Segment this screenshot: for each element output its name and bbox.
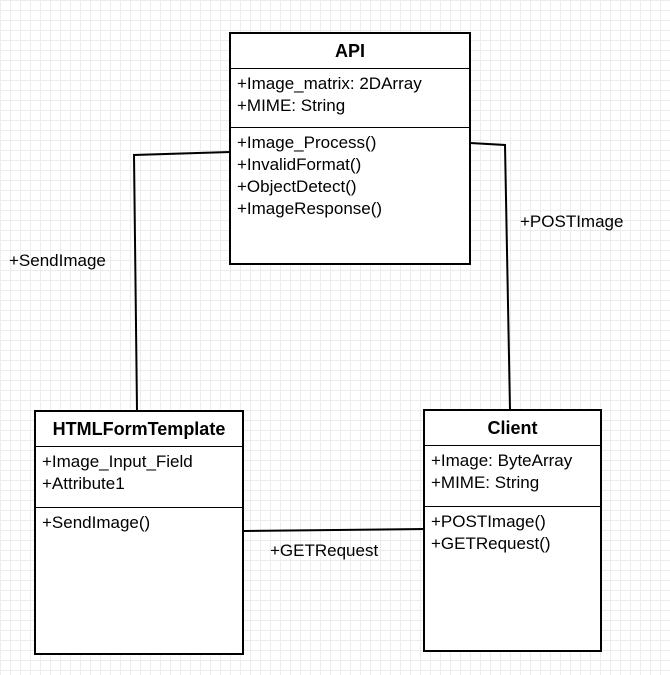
class-client[interactable]: Client +Image: ByteArray +MIME: String +…	[423, 409, 602, 652]
class-api-method: +InvalidFormat()	[237, 155, 362, 174]
class-api-method: +ObjectDetect()	[237, 177, 357, 196]
class-api-attribute: +Image_matrix: 2DArray	[237, 74, 422, 93]
edge-label-send-image: +SendImage	[9, 251, 106, 270]
class-client-methods: +POSTImage() +GETRequest()	[425, 507, 600, 559]
class-client-method: +POSTImage()	[431, 512, 546, 531]
class-api[interactable]: API +Image_matrix: 2DArray +MIME: String…	[229, 32, 471, 265]
connector-api-to-htmlform[interactable]	[132, 151, 231, 411]
class-htmlformtemplate-attribute: +Image_Input_Field	[42, 452, 193, 471]
edge-label-post-image: +POSTImage	[520, 212, 624, 231]
class-client-name: Client	[425, 411, 600, 446]
class-api-name: API	[231, 34, 469, 69]
class-htmlformtemplate-method: +SendImage()	[42, 513, 151, 532]
class-api-methods: +Image_Process() +InvalidFormat() +Objec…	[231, 128, 469, 224]
class-api-attributes: +Image_matrix: 2DArray +MIME: String	[231, 69, 469, 128]
class-api-attribute: +MIME: String	[237, 96, 346, 115]
class-client-method: +GETRequest()	[431, 534, 551, 553]
edge-label-get-request: +GETRequest	[270, 541, 379, 560]
class-api-method: +ImageResponse()	[237, 199, 383, 218]
class-client-attribute: +Image: ByteArray	[431, 451, 573, 470]
class-api-method: +Image_Process()	[237, 133, 377, 152]
class-client-attribute: +MIME: String	[431, 473, 540, 492]
class-htmlformtemplate-attribute: +Attribute1	[42, 474, 125, 493]
class-htmlformtemplate-name: HTMLFormTemplate	[36, 412, 242, 447]
class-client-attributes: +Image: ByteArray +MIME: String	[425, 446, 600, 507]
class-htmlformtemplate[interactable]: HTMLFormTemplate +Image_Input_Field +Att…	[34, 410, 244, 655]
connector-htmlform-to-client[interactable]	[242, 528, 425, 532]
class-htmlformtemplate-methods: +SendImage()	[36, 508, 242, 538]
class-htmlformtemplate-attributes: +Image_Input_Field +Attribute1	[36, 447, 242, 508]
connector-api-to-client[interactable]	[469, 142, 511, 411]
